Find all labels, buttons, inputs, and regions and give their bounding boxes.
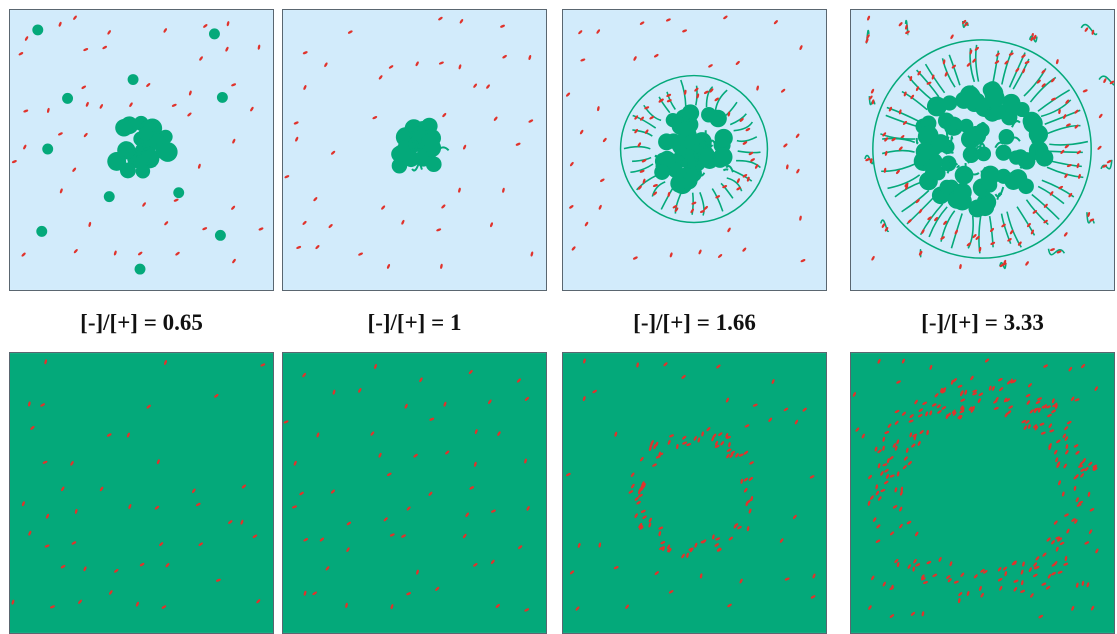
- counterion-map-1: [283, 353, 546, 633]
- ratio-label-0.65: [-]/[+] = 0.65: [9, 306, 274, 340]
- free-polymer-globule: [173, 187, 184, 198]
- polymer-globule: [985, 88, 1004, 107]
- free-polymer-globule: [209, 28, 220, 39]
- polymer-background: [851, 353, 1114, 633]
- polymer-globule: [982, 177, 998, 193]
- polymer-chain: [713, 154, 714, 157]
- polymer-globule: [403, 150, 420, 167]
- mixture-panel-3.33: [850, 9, 1115, 291]
- free-polymer-globule: [36, 226, 47, 237]
- mixture-panel-0.65: [9, 9, 274, 291]
- ratio-label-1.66: [-]/[+] = 1.66: [562, 306, 827, 340]
- polymer-background: [563, 353, 826, 633]
- polymer-globule: [927, 97, 947, 117]
- free-polymer-globule: [42, 144, 53, 155]
- polymer-globule: [1018, 178, 1034, 194]
- polymer-globule: [975, 123, 989, 137]
- counterion-panel-3.33: [850, 352, 1115, 634]
- polymer-globule: [960, 85, 979, 104]
- free-polymer-globule: [135, 264, 146, 275]
- counterion-map-1.66: [563, 353, 826, 633]
- polymer-globule: [941, 156, 957, 172]
- free-polymer-globule: [32, 24, 43, 35]
- polymer-chain: [966, 163, 967, 171]
- mixture-illustration-3.33: [851, 10, 1114, 290]
- polymer-globule: [715, 129, 733, 147]
- counterion-panel-1: [282, 352, 547, 634]
- free-polymer-globule: [104, 191, 115, 202]
- polymer-chain: [917, 138, 918, 143]
- polymer-globule: [713, 147, 732, 166]
- polymer-chain: [923, 164, 930, 165]
- mixture-panel-1.66: [562, 9, 827, 291]
- ratio-label-1: [-]/[+] = 1: [282, 306, 547, 340]
- polymer-globule: [955, 166, 974, 185]
- polymer-globule: [701, 107, 716, 122]
- polymer-globule: [139, 126, 153, 140]
- polymer-globule: [940, 180, 955, 195]
- polymer-globule: [115, 119, 132, 136]
- polymer-chain: [423, 138, 424, 148]
- counterion-map-3.33: [851, 353, 1114, 633]
- polymer-globule: [976, 198, 994, 216]
- polymer-globule: [677, 168, 695, 186]
- polymer-globule: [158, 142, 178, 162]
- mixture-illustration-0.65: [10, 10, 273, 290]
- counterion-panel-1.66: [562, 352, 827, 634]
- polymer-globule: [120, 163, 136, 179]
- counterion-panel-0.65: [9, 352, 274, 634]
- polymer-background: [283, 353, 546, 633]
- polymer-globule: [1009, 150, 1023, 164]
- polymer-chain: [723, 169, 728, 170]
- polymer-globule: [654, 164, 670, 180]
- free-polymer-globule: [215, 230, 226, 241]
- polymer-chain: [982, 148, 983, 153]
- polymer-chain: [1032, 138, 1033, 142]
- counterion-map-0.65: [10, 353, 273, 633]
- ratio-label-3.33: [-]/[+] = 3.33: [850, 306, 1115, 340]
- polymer-globule: [953, 183, 972, 202]
- mixture-illustration-1: [283, 10, 546, 290]
- polymer-chain: [946, 152, 954, 153]
- free-polymer-globule: [128, 74, 139, 85]
- polymer-background: [10, 353, 273, 633]
- free-polymer-globule: [62, 93, 73, 104]
- polymer-globule: [1023, 114, 1042, 133]
- mixture-panel-1: [282, 9, 547, 291]
- polymer-globule: [916, 142, 934, 160]
- free-polymer-globule: [217, 92, 228, 103]
- polymer-chain: [1036, 151, 1037, 155]
- mixture-illustration-1.66: [563, 10, 826, 290]
